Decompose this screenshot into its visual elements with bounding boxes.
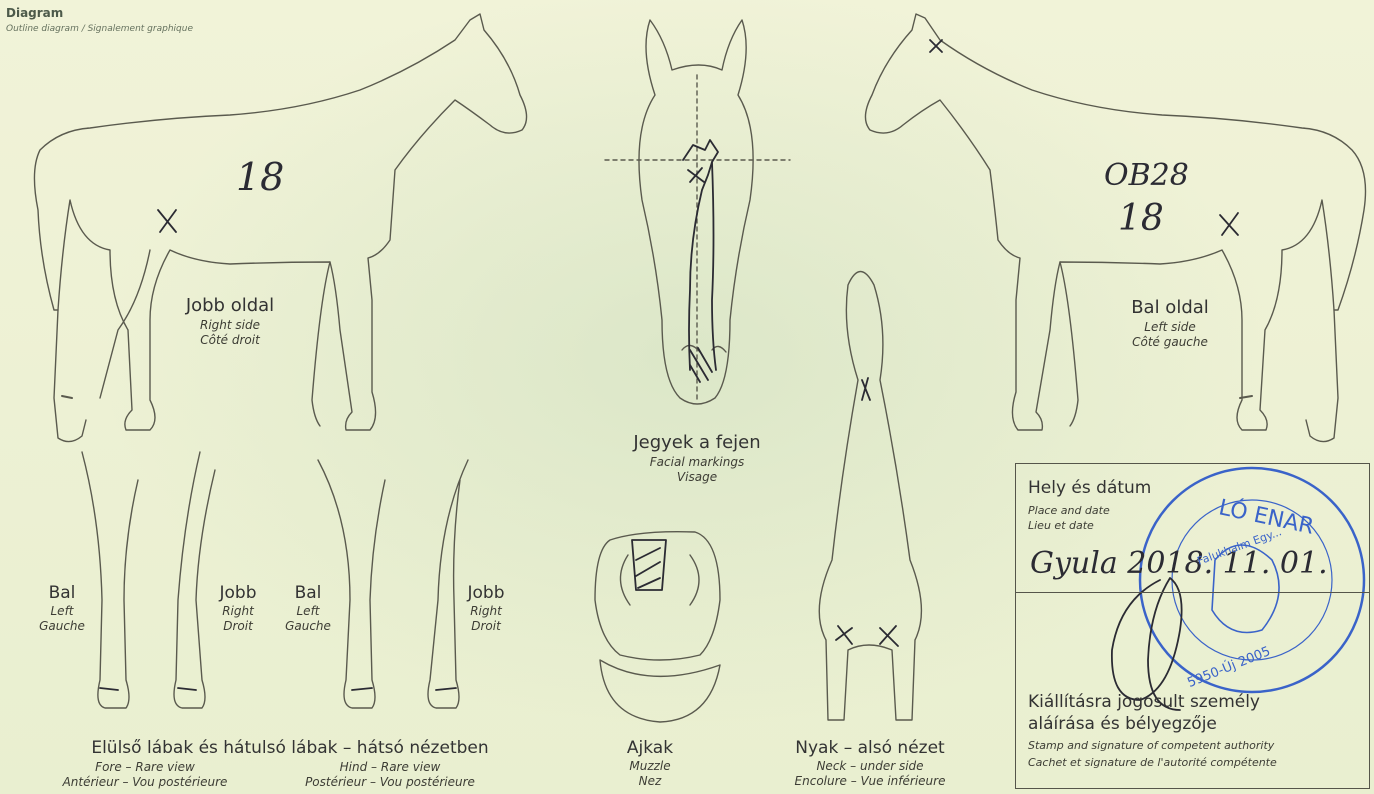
hind-right-hu: Jobb [446, 583, 526, 604]
stamp-signature-box: Hely és dátum Place and date Lieu et dat… [1015, 463, 1370, 789]
facial-en: Facial markings [607, 455, 787, 470]
hind-view-fr: Postérieur – Vou postérieure [270, 775, 510, 790]
left-side-hu: Bal oldal [1105, 297, 1235, 320]
neck-mark-top [862, 378, 870, 400]
muzzle-hu: Ajkak [600, 738, 700, 759]
left-side-en: Left side [1105, 320, 1235, 335]
muzzle-fr: Nez [600, 774, 700, 789]
horse-right-side-outline [34, 14, 526, 442]
hind-right-fr: Droit [446, 619, 526, 634]
authority-en: Stamp and signature of competent authori… [1028, 739, 1274, 752]
left-side-label: Bal oldal Left side Côté gauche [1105, 297, 1235, 350]
left-side-head-mark [930, 40, 942, 52]
hind-right-label: Jobb Right Droit [446, 583, 526, 634]
hind-left-fr: Gauche [268, 619, 348, 634]
signature-line [1016, 592, 1369, 593]
neck-en: Neck – under side [760, 759, 980, 774]
authority-hu-1: Kiállításra jogosult személy [1028, 692, 1260, 712]
muzzle-marking [632, 540, 666, 590]
place-date-hu: Hely és dátum [1028, 478, 1151, 498]
muzzle-diagram [595, 532, 720, 722]
right-side-cross-mark [158, 210, 176, 232]
place-date-fr: Lieu et date [1028, 519, 1094, 532]
left-side-number: 18 [1118, 198, 1164, 239]
fore-view-fr: Antérieur – Vou postérieure [30, 775, 260, 790]
legs-caption-hu: Elülső lábak és hátulsó lábak – hátsó né… [30, 738, 550, 759]
blaze-right-line [712, 162, 716, 370]
authority-fr: Cachet et signature de l'autorité compét… [1028, 756, 1277, 769]
facial-markings-label: Jegyek a fejen Facial markings Visage [607, 432, 787, 485]
fore-left-en: Left [22, 604, 102, 619]
fore-legs-rear-view [82, 452, 215, 708]
horse-left-side-outline [865, 14, 1365, 442]
fore-right-label: Jobb Right Droit [198, 583, 278, 634]
neck-under-side [819, 272, 921, 721]
right-side-number: 18 [236, 155, 284, 199]
left-side-fr: Côté gauche [1105, 335, 1235, 350]
fore-right-en: Right [198, 604, 278, 619]
fore-view-caption: Fore – Rare view Antérieur – Vou postéri… [30, 760, 260, 790]
facial-fr: Visage [607, 470, 787, 485]
hind-left-en: Left [268, 604, 348, 619]
neck-hu: Nyak – alsó nézet [760, 738, 980, 759]
fore-right-fr: Droit [198, 619, 278, 634]
hind-view-en: Hind – Rare view [270, 760, 510, 775]
leg-marks [100, 688, 456, 690]
legs-caption: Elülső lábak és hátulsó lábak – hátsó né… [30, 738, 550, 759]
neck-fr: Encolure – Vue inférieure [760, 774, 980, 789]
muzzle-en: Muzzle [600, 759, 700, 774]
hind-left-hu: Bal [268, 583, 348, 604]
left-side-code: OB28 [1104, 158, 1189, 193]
fore-view-en: Fore – Rare view [30, 760, 260, 775]
fore-right-hu: Jobb [198, 583, 278, 604]
right-side-label: Jobb oldal Right side Côté droit [165, 295, 295, 348]
hind-right-en: Right [446, 604, 526, 619]
fore-left-hu: Bal [22, 583, 102, 604]
right-side-hu: Jobb oldal [165, 295, 295, 318]
left-side-cross-mark [1220, 213, 1238, 235]
blaze-shading [690, 348, 712, 382]
fore-left-fr: Gauche [22, 619, 102, 634]
fore-left-label: Bal Left Gauche [22, 583, 102, 634]
place-date-handwritten: Gyula 2018. 11. 01. [1030, 546, 1328, 581]
hind-left-label: Bal Left Gauche [268, 583, 348, 634]
face-cross-mark [688, 168, 704, 182]
right-side-en: Right side [165, 318, 295, 333]
muzzle-label: Ajkak Muzzle Nez [600, 738, 700, 789]
hind-view-caption: Hind – Rare view Postérieur – Vou postér… [270, 760, 510, 790]
right-side-fr: Côté droit [165, 333, 295, 348]
neck-cross-mark-left [836, 626, 852, 644]
facial-hu: Jegyek a fejen [607, 432, 787, 455]
authority-hu-2: aláírása és bélyegzője [1028, 714, 1217, 734]
neck-cross-mark-right [880, 626, 898, 646]
neck-label: Nyak – alsó nézet Neck – under side Enco… [760, 738, 980, 789]
place-date-en: Place and date [1028, 504, 1110, 517]
